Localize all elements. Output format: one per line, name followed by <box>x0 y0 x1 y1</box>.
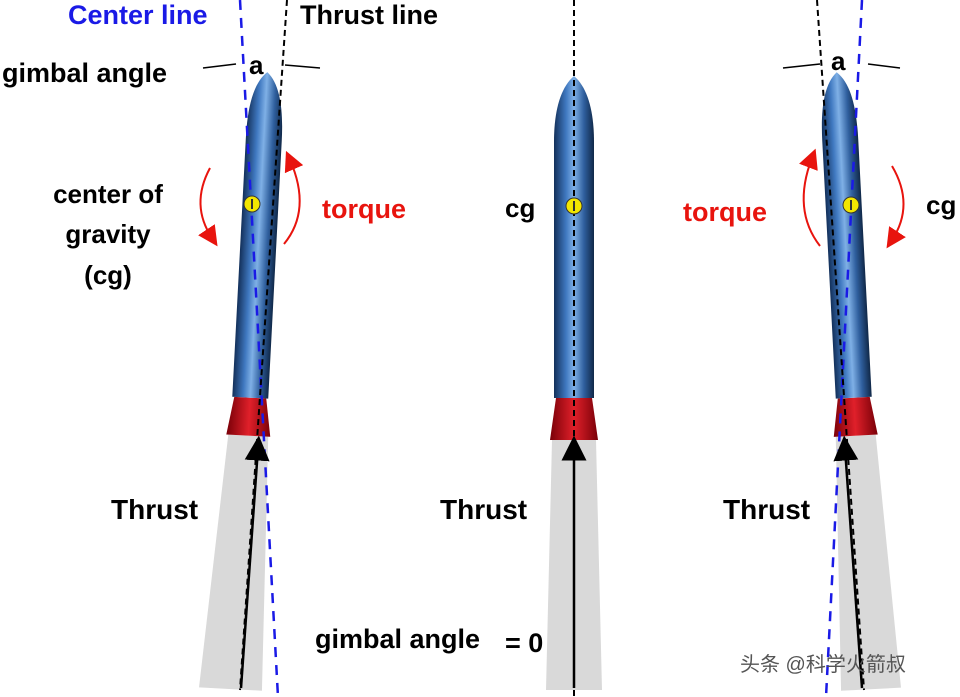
right-angle-symbol: a <box>831 46 846 76</box>
middle-nozzle <box>550 398 598 440</box>
center-of-gravity-line-1: center of <box>53 179 163 209</box>
middle-rocket-body <box>554 76 594 398</box>
left-plume <box>199 434 269 691</box>
gimbal-angle-label: gimbal angle <box>2 58 168 88</box>
left-center-line <box>238 0 280 697</box>
right-rocket-body <box>821 72 872 399</box>
right-nozzle <box>833 396 878 437</box>
left-angle-symbol: a <box>249 50 264 80</box>
right-rocket <box>821 72 901 691</box>
right-thrust-label: Thrust <box>723 494 811 525</box>
right-torque-arrow-cw <box>886 165 906 249</box>
center-of-gravity-line-2: gravity <box>65 219 151 249</box>
thrust-line-label: Thrust line <box>300 0 439 30</box>
left-thrust-line <box>239 0 288 691</box>
left-thrust-label: Thrust <box>111 494 199 525</box>
left-torque-arrow-cw <box>283 150 304 245</box>
left-gimbal-tick-left <box>202 63 237 69</box>
gimbal-zero-value: = 0 <box>505 628 544 658</box>
right-plume <box>835 434 901 691</box>
middle-cg-label: cg <box>505 193 536 223</box>
right-torque-arrow-ccw <box>799 148 821 247</box>
left-rocket <box>199 72 283 691</box>
left-torque-label: torque <box>322 194 406 224</box>
right-center-line <box>824 0 864 697</box>
left-gimbal-tick-right <box>284 64 321 69</box>
center-of-gravity-line-3: (cg) <box>84 260 132 290</box>
left-rocket-body <box>232 72 283 399</box>
right-thrust-line <box>816 0 865 691</box>
right-gimbal-tick-right <box>867 63 901 69</box>
left-nozzle <box>226 396 271 437</box>
gimbal-zero-label: gimbal angle <box>315 624 481 654</box>
watermark-text: 头条 @科学火箭叔 <box>740 654 906 676</box>
left-thrust-arrow <box>239 435 270 689</box>
left-torque-arrow-ccw <box>198 167 218 247</box>
middle-thrust-label: Thrust <box>440 494 528 525</box>
right-gimbal-tick-left <box>782 63 821 69</box>
right-thrust-arrow <box>833 435 864 689</box>
center-line-label: Center line <box>68 0 208 30</box>
right-torque-label: torque <box>683 197 767 227</box>
right-cg-label: cg <box>926 190 957 220</box>
